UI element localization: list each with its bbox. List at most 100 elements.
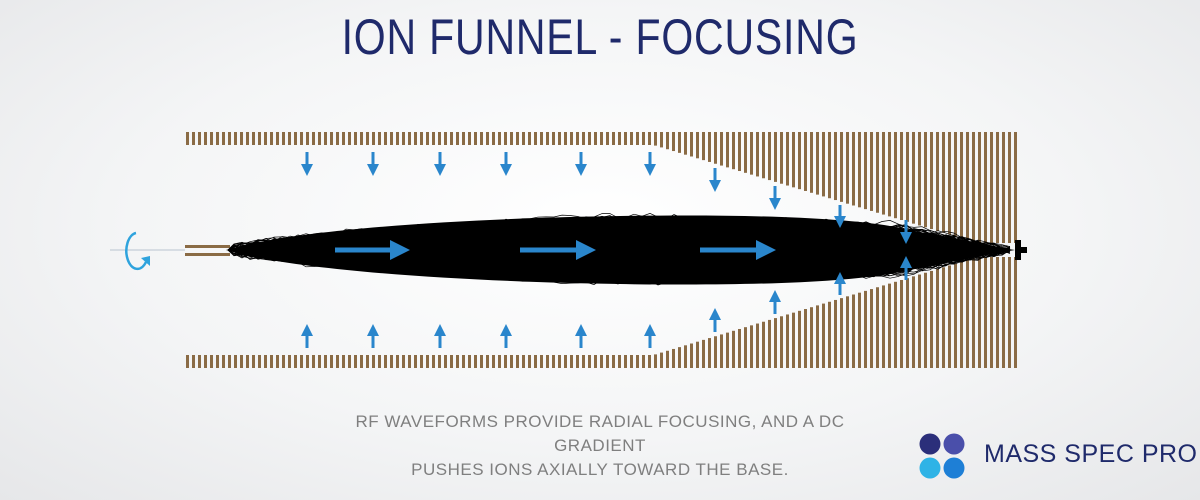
electrode-plate-bottom xyxy=(234,355,237,368)
electrode-plate-bottom xyxy=(318,355,321,368)
logo-dot xyxy=(943,433,965,455)
electrode-plate-top xyxy=(270,132,273,145)
electrode-plate-top xyxy=(342,132,345,145)
electrode-plate-top xyxy=(1008,132,1011,243)
electrode-plate-bottom xyxy=(522,355,525,368)
electrode-plate-bottom xyxy=(510,355,513,368)
electrode-plate-top xyxy=(822,132,825,197)
ion-trajectory xyxy=(227,221,1011,251)
electrode-plate-top xyxy=(462,132,465,145)
logo-dot xyxy=(919,457,941,479)
logo-dot xyxy=(943,457,965,479)
inlet-capillary xyxy=(110,245,230,256)
electrode-plate-bottom xyxy=(492,355,495,368)
electrode-plate-bottom xyxy=(684,345,687,368)
electrode-plate-bottom xyxy=(384,355,387,368)
electrode-plate-top xyxy=(600,132,603,145)
electrode-plate-top xyxy=(198,132,201,145)
electrode-plate-top xyxy=(234,132,237,145)
electrode-plate-top xyxy=(966,132,969,240)
electrode-plate-bottom xyxy=(474,355,477,368)
electrode-plate-bottom xyxy=(618,355,621,368)
electrode-plate-bottom xyxy=(534,355,537,368)
electrode-plate-top xyxy=(324,132,327,145)
electrode-plate-top xyxy=(216,132,219,145)
electrode-plate-bottom xyxy=(714,336,717,368)
electrode-plate-bottom xyxy=(210,355,213,368)
electrode-plate-top xyxy=(768,132,771,181)
electrode-plate-bottom xyxy=(228,355,231,368)
electrode-plate-top xyxy=(810,132,813,193)
electrode-plate-bottom xyxy=(954,263,957,368)
electrode-plate-bottom xyxy=(678,347,681,368)
electrode-plate-bottom xyxy=(810,307,813,368)
electrode-plate-bottom xyxy=(1002,257,1005,368)
electrode-plate-top xyxy=(492,132,495,145)
electrode-plate-bottom xyxy=(762,321,765,368)
electrode-plate-bottom xyxy=(276,355,279,368)
electrode-plate-bottom xyxy=(402,355,405,368)
electrode-plate-bottom xyxy=(876,287,879,368)
ion-trajectory xyxy=(227,249,1011,285)
electrode-plate-bottom xyxy=(588,355,591,368)
electrode-plate-bottom xyxy=(264,355,267,368)
electrode-plate-top xyxy=(750,132,753,175)
electrode-plate-bottom xyxy=(330,355,333,368)
electrode-plate-top xyxy=(714,132,717,164)
electrode-plate-bottom xyxy=(822,303,825,368)
electrode-plate-bottom xyxy=(312,355,315,368)
electrode-plate-bottom xyxy=(972,258,975,368)
electrode-plate-top xyxy=(774,132,777,182)
electrode-plate-bottom xyxy=(978,257,981,368)
electrode-plate-top xyxy=(564,132,567,145)
logo: MASS SPEC PRO xyxy=(918,432,1197,488)
ion-trajectory xyxy=(227,220,1011,251)
electrode-plate-top xyxy=(264,132,267,145)
electrode-plate-bottom xyxy=(666,350,669,368)
electrode-plate-top xyxy=(906,132,909,222)
electrode-plate-top xyxy=(804,132,807,191)
electrode-plate-top xyxy=(720,132,723,166)
electrode-plate-top xyxy=(990,132,993,243)
electrode-plate-bottom xyxy=(918,274,921,368)
electrode-plate-bottom xyxy=(804,309,807,368)
electrode-plate-bottom xyxy=(444,355,447,368)
diagram-title: ION FUNNEL - FOCUSING xyxy=(341,9,859,65)
electrode-plate-bottom xyxy=(870,289,873,368)
electrode-plate-top xyxy=(258,132,261,145)
electrode-plate-top xyxy=(552,132,555,145)
ion-trajectory xyxy=(227,249,1011,272)
electrode-plate-top xyxy=(426,132,429,145)
electrode-plate-bottom xyxy=(300,355,303,368)
electrode-plate-bottom xyxy=(624,355,627,368)
electrode-plate-top xyxy=(630,132,633,145)
electrode-plate-top xyxy=(420,132,423,145)
electrode-plate-top xyxy=(972,132,975,242)
electrode-plate-top xyxy=(186,132,189,145)
electrode-plate-top xyxy=(534,132,537,145)
electrode-plate-top xyxy=(384,132,387,145)
electrode-plate-bottom xyxy=(504,355,507,368)
electrode-plate-bottom xyxy=(546,355,549,368)
electrode-plate-top xyxy=(312,132,315,145)
logo-dots-icon xyxy=(919,433,965,479)
electrode-plate-bottom xyxy=(966,260,969,368)
electrode-plate-top xyxy=(222,132,225,145)
electrode-plate-bottom xyxy=(594,355,597,368)
electrode-plate-top xyxy=(846,132,849,204)
electrode-plate-bottom xyxy=(696,341,699,368)
ion-trajectory xyxy=(227,219,1011,252)
electrode-plate-top xyxy=(366,132,369,145)
electrode-plate-bottom xyxy=(432,355,435,368)
electrode-plate-bottom xyxy=(852,294,855,368)
electrode-plate-bottom xyxy=(816,305,819,368)
electrode-plate-bottom xyxy=(426,355,429,368)
radial-focusing-arrows xyxy=(301,152,912,348)
electrode-plate-bottom xyxy=(456,355,459,368)
electrode-plate-top xyxy=(654,132,657,146)
caption-line-2: PUSHES IONS AXIALLY TOWARD THE BASE. xyxy=(411,460,789,479)
electrode-plate-bottom xyxy=(828,301,831,368)
electrode-plate-bottom xyxy=(648,355,651,368)
electrode-plate-top xyxy=(306,132,309,145)
electrode-plate-top xyxy=(864,132,867,210)
